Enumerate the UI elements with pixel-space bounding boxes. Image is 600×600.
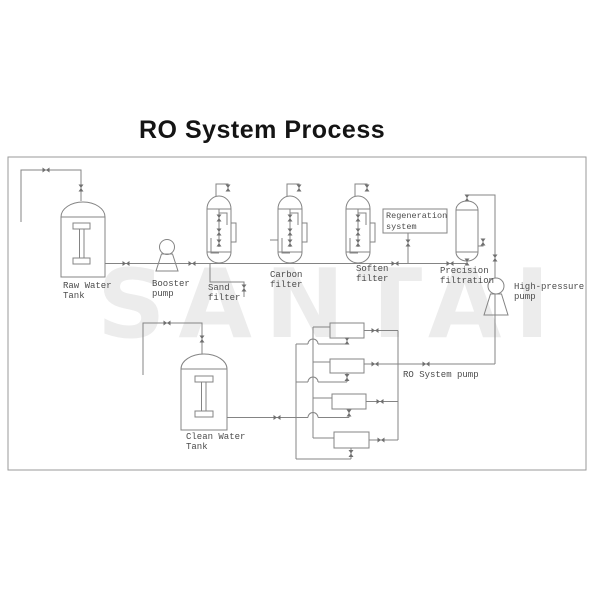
- booster-pump: [155, 239, 179, 272]
- label-high-pressure-pump: High-pressure pump: [514, 282, 585, 302]
- label-sand-filter: Sand filter: [208, 283, 241, 303]
- label-soften-filter: Soften filter: [356, 264, 389, 284]
- label-raw-water-tank: Raw Water Tank: [63, 281, 112, 301]
- page-title: RO System Process: [139, 116, 386, 144]
- ro-membrane-bank: [329, 322, 370, 449]
- precision-filtration-vessel: [455, 200, 479, 262]
- watermark-text: SANTAI: [97, 250, 563, 360]
- high-pressure-pump: [483, 277, 509, 316]
- regeneration-system-box: [382, 208, 448, 234]
- raw-water-tank: [60, 201, 106, 278]
- label-precision-filtration: Precision filtration: [440, 266, 495, 286]
- soften-filter-vessel: [345, 195, 376, 264]
- label-clean-water-tank: Clean Water Tank: [186, 432, 246, 452]
- label-regeneration-system: Regeneration system: [386, 211, 448, 232]
- sand-filter-vessel: [206, 195, 237, 264]
- label-carbon-filter: Carbon filter: [270, 270, 303, 290]
- label-ro-system-pump: RO System pump: [403, 370, 479, 380]
- label-booster-pump: Booster pump: [152, 279, 190, 299]
- clean-water-tank: [180, 353, 228, 431]
- diagram-border: [7, 156, 587, 471]
